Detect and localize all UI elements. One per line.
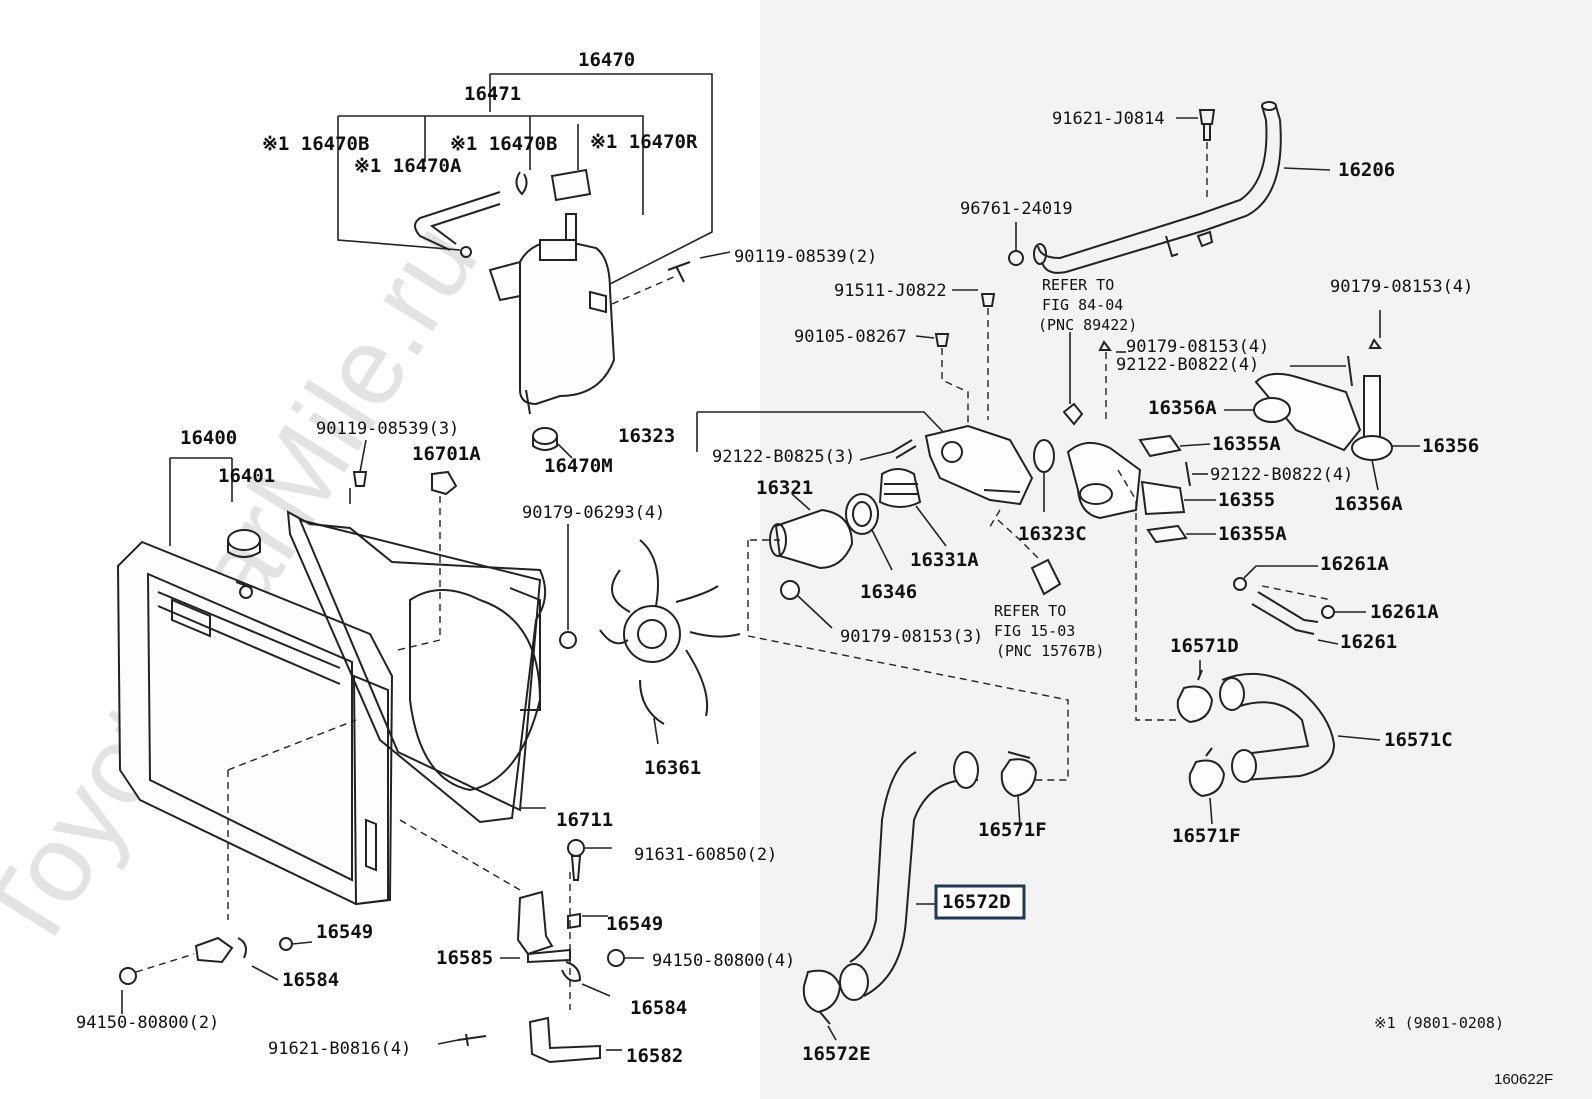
shroud-fan-group — [286, 439, 741, 824]
label-16331A: 16331A — [910, 549, 979, 571]
label-16346: 16346 — [860, 581, 917, 603]
label-16261: 16261 — [1340, 631, 1397, 653]
label-16571C: 16571C — [1384, 729, 1453, 751]
label-92122-B0822-4-a: 92122-B0822(4) — [1116, 355, 1259, 375]
label-90179-06293-4: 90179-06293(4) — [522, 503, 665, 523]
label-16571D: 16571D — [1170, 635, 1239, 657]
ref-fig84-line1: REFER TO — [1042, 276, 1114, 294]
label-91621-J0814: 91621-J0814 — [1052, 109, 1165, 129]
label-16470: 16470 — [578, 49, 635, 71]
label-16323: 16323 — [618, 425, 675, 447]
label-16582: 16582 — [626, 1045, 683, 1067]
labels: 16470 16471 ※1 16470B ※1 16470A ※1 16470… — [76, 49, 1553, 1088]
label-16470B-a: ※1 16470B — [262, 133, 369, 155]
label-16356A-b: 16356A — [1334, 493, 1403, 515]
ref-fig15-line3: (PNC 15767B) — [996, 642, 1104, 660]
diagram-right-panel — [760, 0, 1592, 1099]
label-16470B-b: ※1 16470B — [450, 133, 557, 155]
figure-code: 160622F — [1494, 1071, 1553, 1088]
label-90119-08539-2: 90119-08539(2) — [734, 247, 877, 267]
label-16400: 16400 — [180, 427, 237, 449]
thermostat-group — [696, 289, 1069, 781]
label-16571F-a: 16571F — [978, 819, 1047, 841]
footnote: ※1 (9801-0208) — [1374, 1014, 1504, 1032]
label-16401: 16401 — [218, 465, 275, 487]
water-outlet-group — [1008, 101, 1420, 721]
label-91621-B0816-4: 91621-B0816(4) — [268, 1039, 411, 1059]
label-16549-b: 16549 — [606, 913, 663, 935]
label-16470A: ※1 16470A — [354, 155, 462, 177]
label-94150-80800-4: 94150-80800(4) — [652, 951, 795, 971]
label-16356A-a: 16356A — [1148, 397, 1217, 419]
fan-16361 — [599, 539, 741, 725]
label-96761-24019: 96761-24019 — [960, 199, 1073, 219]
ref-fig15-line2: FIG 15-03 — [994, 622, 1075, 640]
label-16261A-b: 16261A — [1370, 601, 1439, 623]
label-91631-60850-2: 91631-60850(2) — [634, 845, 777, 865]
label-16572D-highlighted[interactable]: 16572D — [942, 891, 1011, 913]
label-90105-08267: 90105-08267 — [794, 327, 907, 347]
label-16361: 16361 — [644, 757, 701, 779]
ref-fig15-line1: REFER TO — [994, 602, 1066, 620]
label-16470R: ※1 16470R — [590, 131, 698, 153]
label-16321: 16321 — [756, 477, 813, 499]
highlight-box — [934, 884, 1026, 920]
label-16206: 16206 — [1338, 159, 1395, 181]
label-16355A-a: 16355A — [1212, 433, 1281, 455]
label-16470M: 16470M — [544, 455, 613, 477]
label-16711: 16711 — [556, 809, 613, 831]
label-16471: 16471 — [464, 83, 521, 105]
label-16584-a: 16584 — [282, 969, 339, 991]
ref-fig84-line2: FIG 84-04 — [1042, 296, 1123, 314]
label-90179-08153-4-a: 90179-08153(4) — [1330, 277, 1473, 297]
label-16323C: 16323C — [1018, 523, 1087, 545]
label-16355A-b: 16355A — [1218, 523, 1287, 545]
label-92122-B0825-3: 92122-B0825(3) — [712, 447, 855, 467]
label-16355: 16355 — [1218, 489, 1275, 511]
label-16585: 16585 — [436, 947, 493, 969]
label-92122-B0822-4-b: 92122-B0822(4) — [1210, 465, 1353, 485]
label-16261A-a: 16261A — [1320, 553, 1389, 575]
label-16549-a: 16549 — [316, 921, 373, 943]
label-91511-J0822: 91511-J0822 — [834, 281, 947, 301]
label-16572E: 16572E — [802, 1043, 871, 1065]
label-90179-08153-3: 90179-08153(3) — [840, 627, 983, 647]
label-90119-08539-3: 90119-08539(3) — [316, 419, 459, 439]
label-16584-b: 16584 — [630, 997, 687, 1019]
label-90179-08153-4-b: 90179-08153(4) — [1126, 337, 1269, 357]
radiator-group — [116, 457, 521, 1014]
label-16701A: 16701A — [412, 443, 481, 465]
label-94150-80800-2: 94150-80800(2) — [76, 1013, 219, 1033]
reservoir-group — [337, 73, 731, 459]
ref-fig84-line3: (PNC 89422) — [1038, 316, 1137, 334]
bracket-group — [437, 839, 644, 1064]
hose-group — [802, 660, 1381, 1041]
label-16571F-b: 16571F — [1172, 825, 1241, 847]
label-16356: 16356 — [1422, 435, 1479, 457]
diagram-left-panel — [0, 0, 760, 1099]
